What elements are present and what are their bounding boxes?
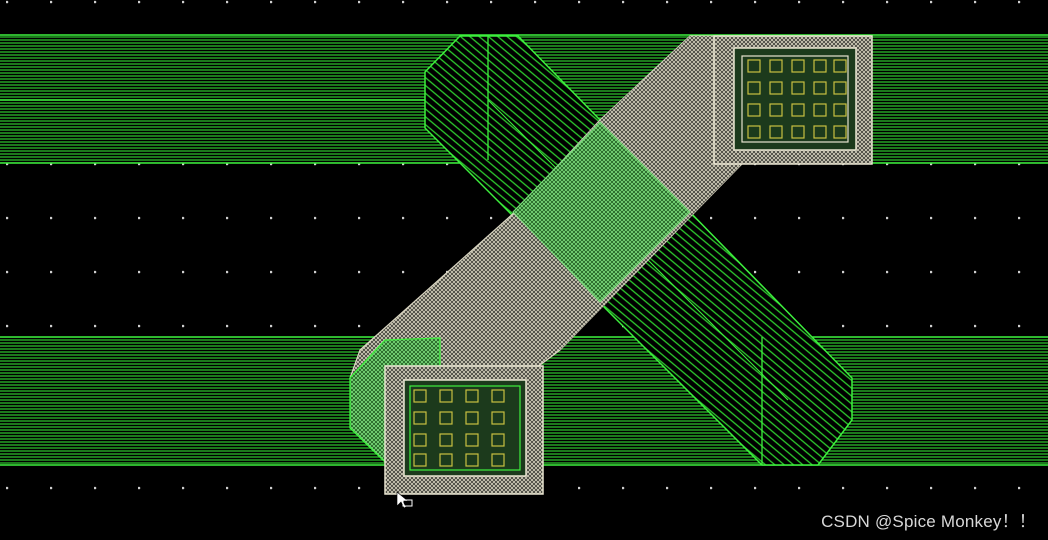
via-array-bottom-left[interactable] xyxy=(349,337,544,495)
cursor-icon xyxy=(396,491,413,509)
via-array-top-right[interactable] xyxy=(713,35,873,165)
watermark-text: CSDN @Spice Monkey！！ xyxy=(821,512,1036,531)
contact-grid-top-right xyxy=(747,59,847,139)
contact-grid-bottom-left xyxy=(413,389,505,467)
